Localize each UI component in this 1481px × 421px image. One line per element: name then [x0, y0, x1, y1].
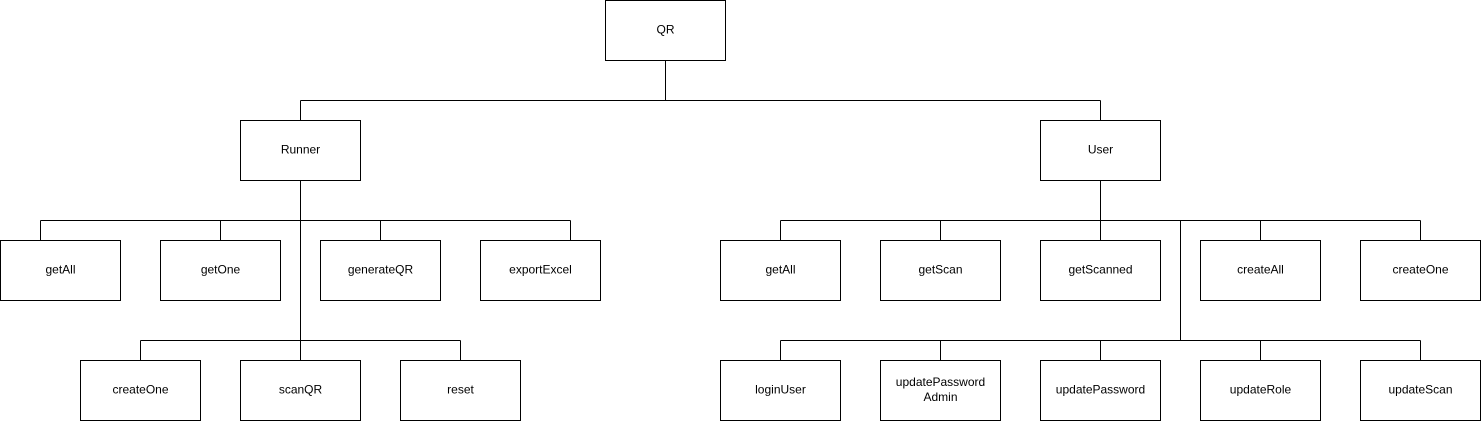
node-box — [880, 360, 1001, 421]
connector-user-row1 — [780, 180, 1421, 240]
node-box — [720, 360, 841, 421]
node-runner-createone: createOne — [80, 360, 201, 421]
node-user-updatepassword: updatePassword — [1040, 360, 1161, 421]
node-box — [80, 360, 201, 421]
node-user-getscanned: getScanned — [1040, 240, 1161, 301]
node-label: loginUser — [755, 383, 806, 397]
node-label: createOne — [1392, 263, 1448, 277]
node-label: getScanned — [1068, 263, 1132, 277]
node-box — [1040, 120, 1161, 181]
node-user-getscan: getScan — [880, 240, 1001, 301]
node-label: updateScan — [1388, 383, 1452, 397]
node-runner-scanqr: scanQR — [240, 360, 361, 421]
node-user-loginuser: loginUser — [720, 360, 841, 421]
node-box — [880, 240, 1001, 301]
node-runner-getall: getAll — [0, 240, 121, 301]
node-label: getScan — [918, 263, 962, 277]
node-label: createAll — [1237, 263, 1284, 277]
connector-qr-children — [300, 60, 1101, 120]
node-box — [160, 240, 281, 301]
node-label: QR — [657, 23, 675, 37]
node-label: Runner — [281, 143, 320, 157]
node-box — [400, 360, 521, 421]
node-box — [480, 240, 601, 301]
node-runner-exportexcel: exportExcel — [480, 240, 601, 301]
node-qr: QR — [605, 0, 726, 61]
node-user-updaterole: updateRole — [1200, 360, 1321, 421]
node-label-line2: Admin — [923, 390, 957, 404]
node-user-getall: getAll — [720, 240, 841, 301]
node-user-updatepasswordadmin: updatePassword Admin — [880, 360, 1001, 421]
node-box — [240, 120, 361, 181]
node-label: reset — [447, 383, 474, 397]
node-box — [1040, 360, 1161, 421]
node-label-line1: updatePassword — [896, 375, 985, 389]
node-label: getAll — [765, 263, 795, 277]
node-runner-generateqr: generateQR — [320, 240, 441, 301]
node-box — [320, 240, 441, 301]
node-runner-reset: reset — [400, 360, 521, 421]
node-box — [1200, 360, 1321, 421]
node-label: createOne — [112, 383, 168, 397]
node-label: User — [1088, 143, 1113, 157]
node-label: updateRole — [1230, 383, 1292, 397]
node-runner-getone: getOne — [160, 240, 281, 301]
node-label: updatePassword — [1056, 383, 1145, 397]
node-box — [1200, 240, 1321, 301]
node-box — [605, 0, 726, 61]
connectors — [40, 60, 1421, 360]
node-box — [1360, 360, 1481, 421]
connector-user-row2 — [780, 220, 1421, 360]
node-label: scanQR — [279, 383, 323, 397]
node-runner: Runner — [240, 120, 361, 181]
node-box — [240, 360, 361, 421]
connector-runner-row1 — [40, 180, 571, 240]
node-box — [720, 240, 841, 301]
node-label: getOne — [201, 263, 241, 277]
connector-runner-row2 — [140, 220, 461, 360]
node-user: User — [1040, 120, 1161, 181]
node-label: generateQR — [348, 263, 414, 277]
node-user-updatescan: updateScan — [1360, 360, 1481, 421]
node-box — [0, 240, 121, 301]
node-user-createall: createAll — [1200, 240, 1321, 301]
node-label: getAll — [45, 263, 75, 277]
node-label: exportExcel — [509, 263, 572, 277]
node-box — [1040, 240, 1161, 301]
node-user-createone: createOne — [1360, 240, 1481, 301]
